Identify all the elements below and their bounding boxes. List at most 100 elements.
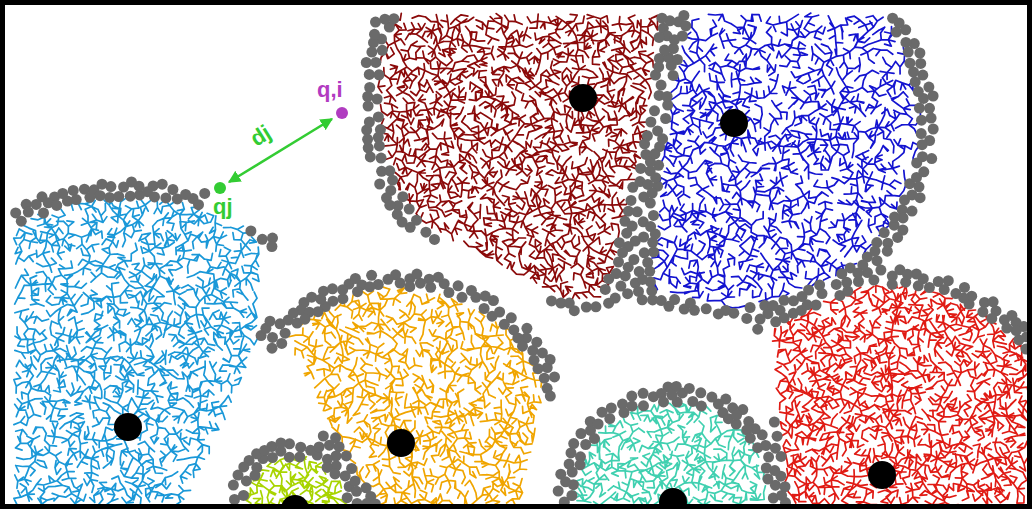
attractor-dot (899, 195, 910, 206)
attractor-dot (533, 363, 544, 374)
attractor-dot (613, 257, 624, 268)
attractor-dot (755, 314, 766, 325)
tree-branches (652, 13, 921, 308)
attractor-dot (443, 287, 454, 298)
attractor-dot (687, 396, 698, 407)
attractor-dot (352, 498, 363, 509)
attractor-dot (259, 445, 270, 456)
attractor-dot (924, 103, 935, 114)
attractor-dot (915, 58, 926, 69)
attractor-dot (903, 47, 914, 58)
attractor-dot (10, 207, 21, 218)
attractor-dot (545, 391, 556, 402)
root-dot (569, 84, 597, 112)
attractor-dot (346, 463, 357, 474)
attractor-dot (1006, 310, 1017, 321)
attractor-dot (887, 279, 898, 290)
attractor-dot (652, 125, 663, 136)
attractor-dot (745, 302, 756, 313)
attractor-dot (379, 14, 390, 25)
attractor-dot (387, 175, 398, 186)
attractor-dot (376, 153, 387, 164)
attractor-dot (752, 442, 763, 453)
attractor-dot (365, 151, 376, 162)
attractor-dot (313, 306, 324, 317)
root-dot (387, 429, 415, 457)
attractor-dot (914, 103, 925, 114)
attractor-dot (294, 451, 305, 462)
attractor-dot (57, 188, 68, 199)
root-dot (868, 461, 896, 489)
attractor-dot (745, 433, 756, 444)
root-dot (720, 109, 748, 137)
attractor-dot (928, 124, 939, 135)
attractor-dot (701, 303, 712, 314)
attractor-dot (126, 177, 137, 188)
attractor-dot (373, 111, 384, 122)
attractor-dot (986, 313, 997, 324)
attractor-dot (377, 45, 388, 56)
attractor-dot (852, 268, 863, 279)
attractor-dot (113, 191, 124, 202)
attractor-dot (958, 292, 969, 303)
attractor-dot (672, 54, 683, 65)
attractor-dots (10, 10, 1032, 509)
attractor-dot (266, 241, 277, 252)
attractor-dot (370, 57, 381, 68)
tree-branches (773, 286, 1029, 506)
attractor-dot (276, 338, 287, 349)
attractor-dot (1011, 325, 1022, 336)
attractor-dot (645, 117, 656, 128)
attractor-dot (658, 396, 669, 407)
attractor-dot (362, 134, 373, 145)
attractor-dot (769, 417, 780, 428)
attractor-dot (622, 288, 633, 299)
attractor-dot (657, 13, 668, 24)
attractor-dot (977, 306, 988, 317)
branching-trees (5, 5, 1032, 509)
attractor-dot (763, 474, 774, 485)
attractor-dot (314, 442, 325, 453)
attractor-dot (362, 91, 373, 102)
attractor-dot (370, 17, 381, 28)
attractor-dot (879, 227, 890, 238)
attractor-dot (780, 481, 791, 492)
attractor-dot (580, 439, 591, 450)
attractor-dot (546, 295, 557, 306)
attractor-dot (531, 337, 542, 348)
attractor-dot (1021, 344, 1032, 355)
attractor-dot (684, 383, 695, 394)
attractor-dot (907, 206, 918, 217)
attractor-dot (245, 226, 256, 237)
attractor-dot (576, 428, 587, 439)
attractor-dot (872, 255, 883, 266)
attractor-dot (617, 247, 628, 258)
attractor-dot (902, 269, 913, 280)
attractor-dot (916, 115, 927, 126)
attractor-dot (685, 297, 696, 308)
attractor-dot (662, 91, 673, 102)
attractor-dot (521, 323, 532, 334)
attractor-dot (295, 442, 306, 453)
attractor-dot (868, 275, 879, 286)
attractor-dot (645, 198, 656, 209)
attractor-dot (228, 480, 239, 491)
attractor-dot (566, 447, 577, 458)
attractor-dot (913, 280, 924, 291)
attractor-dot (364, 281, 375, 292)
attractor-dot (453, 280, 464, 291)
attractor-dot (891, 27, 902, 38)
attractor-dot (875, 265, 886, 276)
attractor-dot (656, 80, 667, 91)
attractor-dot (397, 217, 408, 228)
attractor-dot (926, 113, 937, 124)
attractor-dot (411, 269, 422, 280)
attractor-dot (23, 207, 34, 218)
attractor-dot (870, 246, 881, 257)
root-dot (114, 413, 142, 441)
attractor-dot (593, 419, 604, 430)
attractor-dot (731, 410, 742, 421)
point-qj (214, 182, 226, 194)
tree-branches (289, 287, 542, 506)
attractor-dot (646, 285, 657, 296)
